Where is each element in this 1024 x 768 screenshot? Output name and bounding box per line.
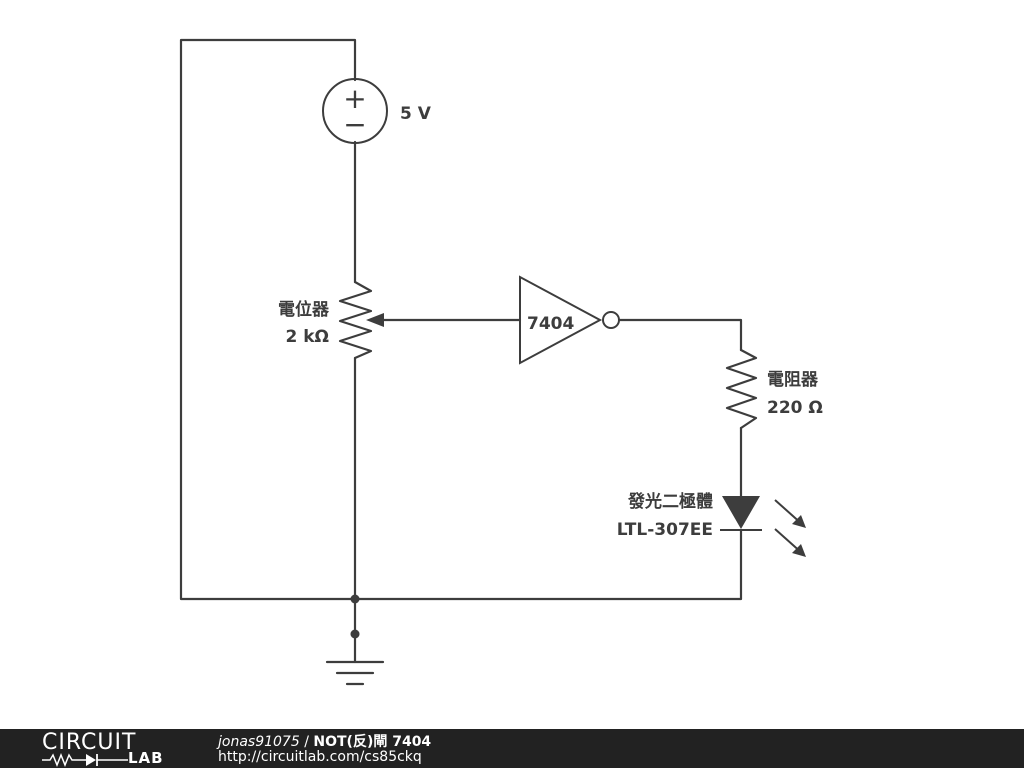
- credit-separator: /: [299, 734, 314, 750]
- not-gate-triangle: [519, 275, 603, 365]
- author-name[interactable]: jonas91075: [218, 734, 300, 750]
- junction-dot: [350, 594, 360, 604]
- logo-text-lab: LAB: [128, 749, 164, 767]
- circuit-credit: jonas91075 / NOT(反)閘 7404: [218, 731, 431, 751]
- potentiometer-name-label: 電位器: [278, 299, 330, 320]
- not-gate-bubble: [602, 311, 620, 329]
- circuit-title: NOT(反)閘 7404: [313, 734, 432, 750]
- circuit-schematic: + − 5 V 電位器 2 kΩ 7404 電阻器 220 Ω 發光二極體 LT…: [179, 38, 823, 686]
- junction-dot: [350, 629, 360, 639]
- circuit-url-link[interactable]: http://circuitlab.com/cs85ckq: [218, 749, 422, 765]
- minus-sign: −: [343, 108, 366, 141]
- resistor-zigzag: [725, 348, 758, 430]
- ground-symbol: [325, 660, 385, 686]
- resistor-value-label: 220 Ω: [767, 398, 823, 418]
- wire-gate-to-resistor: [618, 318, 743, 352]
- led: 發光二極體 LTL-307EE: [617, 491, 806, 557]
- potentiometer: 電位器 2 kΩ: [278, 280, 384, 360]
- plus-sign: +: [343, 82, 366, 115]
- wires: [179, 38, 743, 664]
- potentiometer-value-label: 2 kΩ: [285, 327, 329, 347]
- potentiometer-zigzag: [338, 280, 373, 360]
- led-name-label: 發光二極體: [627, 491, 713, 512]
- circuitlab-logo[interactable]: CIRCUIT LAB: [42, 730, 174, 767]
- led-part-label: LTL-307EE: [617, 520, 713, 540]
- logo-text-circuit: CIRCUIT: [42, 730, 137, 755]
- voltage-source-circle: [322, 78, 388, 144]
- wire-bottom-return: [353, 528, 743, 601]
- wire-left-loop: [179, 38, 357, 601]
- light-emission-arrows-icon: [774, 499, 806, 557]
- not-gate: 7404: [519, 275, 620, 365]
- resistor-name-label: 電阻器: [767, 370, 819, 390]
- led-triangle-icon: [722, 496, 760, 529]
- logo-resistor-diode-icon: [42, 752, 128, 767]
- resistor: 電阻器 220 Ω: [725, 348, 823, 430]
- not-gate-label: 7404: [527, 314, 574, 334]
- wiper-arrow-icon: [366, 313, 384, 327]
- voltage-source: + − 5 V: [322, 78, 432, 144]
- source-value-label: 5 V: [400, 104, 432, 124]
- footer-bar: CIRCUIT LAB jonas91075 / NOT(反)閘 7404 ht…: [0, 729, 1024, 768]
